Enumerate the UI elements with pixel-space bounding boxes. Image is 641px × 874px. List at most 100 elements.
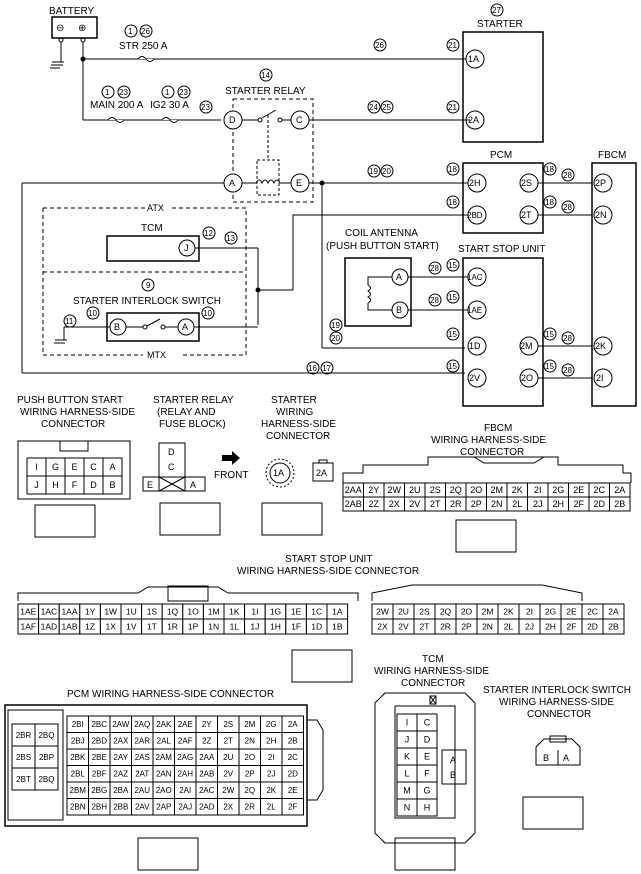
ssu1-pin-label: 1I: [251, 606, 258, 616]
atx-mtx-area: ATX MTX TCM J 12 13 9 STARTER INTERLOCK …: [42, 203, 261, 360]
ssu1-pin-label: 1K: [229, 606, 240, 616]
fbcm-pin-label: 2A: [614, 485, 625, 495]
callout-11: 11: [65, 317, 74, 326]
fbcm-pin-label: 2N: [491, 499, 503, 509]
pcm-pin-label: 2AA: [199, 753, 215, 762]
ssu2-pin-label: 2F: [567, 621, 577, 631]
ssu2-pin-label: 2B: [608, 621, 619, 631]
pcm-pin-label: 2AL: [157, 737, 172, 746]
fbcm-pin-2k: 2K: [595, 341, 606, 351]
ssu1-pin-label: 1D: [311, 621, 322, 631]
ssu2-pin-label: 2G: [545, 606, 556, 616]
interlock-label: STARTER INTERLOCK SWITCH: [73, 296, 221, 307]
pbs-title-3: CONNECTOR: [41, 419, 105, 430]
tcm-pin-label: K: [404, 752, 410, 762]
callout-20b: 20: [331, 334, 340, 343]
ssu2-pin-label: 2N: [482, 621, 493, 631]
pcm-pin-label: 2AD: [199, 803, 215, 812]
fbcm-pin-label: 2Q: [450, 485, 462, 495]
tcm-title-3: CONNECTOR: [401, 678, 465, 689]
tcm-pin-label: N: [404, 803, 411, 813]
ssu1-pin-label: 1E: [291, 606, 302, 616]
pcm-pin-label: 2W: [222, 786, 234, 795]
tcm-pin-label: F: [424, 769, 430, 779]
callout-28e: 28: [563, 334, 572, 343]
callout-23c: 23: [201, 103, 210, 112]
pcm-pin-label: 2AH: [177, 770, 193, 779]
pcm-pin-label: 2O: [244, 753, 255, 762]
callout-17: 17: [322, 364, 331, 373]
ssu2-pin-label: 2P: [461, 621, 472, 631]
ssu1-cell: [326, 618, 349, 635]
pbs-pin-label: H: [52, 480, 59, 490]
fbcm-title-1: FBCM: [484, 423, 512, 434]
fbcm-pin-2n: 2N: [595, 210, 607, 220]
atx-label: ATX: [147, 203, 164, 213]
ssu2-pin-label: 2Q: [440, 606, 452, 616]
ssu2-pin-label: 2E: [566, 606, 577, 616]
pcm-pin-label: 2AT: [135, 770, 149, 779]
callout-19: 19: [369, 167, 378, 176]
fbcm: FBCM 2P 2N 2K 2I: [591, 150, 637, 407]
starter-relay: 14 STARTER RELAY D C A E 24 25: [223, 68, 470, 203]
coil-antenna: COIL ANTENNA (PUSH BUTTON START) A B 28 …: [326, 228, 470, 373]
callout-15: 15: [448, 261, 457, 270]
pcm-pin-2s: 2S: [521, 178, 532, 188]
pcm-pin-label: 2Q: [244, 786, 255, 795]
callout-21: 21: [448, 41, 457, 50]
starter: 27 STARTER 1A 2A 21 21 26: [373, 3, 544, 143]
pcm-pin-2h: 2H: [469, 178, 481, 188]
pcm-pin-label: 2BF: [92, 770, 107, 779]
pcm-label: PCM: [490, 150, 512, 161]
ssu-pin-1ac: 1AC: [467, 273, 483, 282]
pcm-pin-label: 2BE: [92, 753, 107, 762]
coil-antenna-sub: (PUSH BUTTON START): [326, 241, 439, 252]
fbcm-pin-label: 2O: [470, 485, 482, 495]
starter-title-4: CONNECTOR: [266, 431, 330, 442]
fbcm-pin-label: 2U: [409, 485, 421, 495]
pcm-pin-label: 2J: [267, 770, 275, 779]
fbcm-pin-label: 2K: [512, 485, 523, 495]
pcm-conn-title: PCM WIRING HARNESS-SIDE CONNECTOR: [67, 689, 274, 700]
callout-1: 1: [128, 27, 133, 36]
ssu1-pin-label: 1V: [126, 621, 137, 631]
pcm-pin-2t: 2T: [521, 210, 532, 220]
tcm-label: TCM: [141, 223, 163, 234]
ssu1-pin-label: 1B: [332, 621, 343, 631]
relay-conn-c: C: [168, 462, 175, 472]
pcm-pin-label: 2AE: [178, 720, 193, 729]
pcm-pin-label: 2AF: [178, 737, 193, 746]
pcm-pin-label: 2AP: [156, 803, 171, 812]
fbcm-label: FBCM: [598, 150, 626, 161]
callout-18: 18: [448, 165, 457, 174]
ssu-title-2: WIRING HARNESS-SIDE CONNECTOR: [237, 566, 419, 577]
callout-20: 20: [382, 167, 391, 176]
relay-conn-d: D: [168, 447, 175, 457]
battery-label: BATTERY: [49, 6, 95, 17]
ssu1-pin-label: 1L: [230, 621, 240, 631]
ig2-fuse-label: IG2 30 A: [150, 100, 189, 111]
fbcm-pin-label: 2M: [490, 485, 503, 495]
pcm-pin-label: 2U: [223, 753, 233, 762]
str-fuse-label: STR 250 A: [119, 41, 168, 52]
ssu-pin-2m: 2M: [520, 341, 533, 351]
pcm-pin-label: 2AW: [112, 720, 129, 729]
pbs-pin-label: C: [90, 462, 97, 472]
ssu2-pin-label: 2U: [398, 606, 409, 616]
pbs-pin-label: D: [90, 480, 97, 490]
starter-pin-1a: 1A: [468, 54, 479, 64]
fbcm-pin-label: 2P: [471, 499, 482, 509]
fbcm-pin-label: 2I: [534, 485, 542, 495]
isw-title-1: STARTER INTERLOCK SWITCH: [483, 685, 631, 696]
pcm-pin-label: 2AQ: [134, 720, 150, 729]
pcm-pin-label: 2A: [288, 720, 298, 729]
ssu-pin-1ae: 1AE: [467, 306, 482, 315]
interlock-pin-a: A: [182, 322, 188, 332]
ssu2-pin-label: 2I: [526, 606, 533, 616]
pcm-pin-label: 2B: [288, 737, 298, 746]
tcm-pin-label: J: [405, 735, 410, 745]
starter-title-3: HARNESS-SIDE: [261, 419, 336, 430]
ssu-pin-1d: 1D: [469, 341, 481, 351]
